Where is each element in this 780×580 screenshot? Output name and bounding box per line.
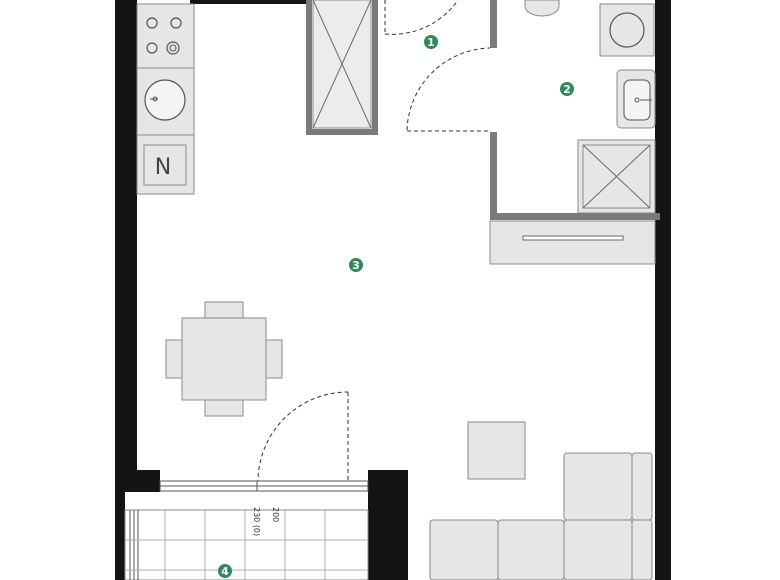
- sofa: [429, 452, 653, 580]
- balcony-window: [159, 480, 369, 492]
- coffee-table: [467, 421, 526, 480]
- left-exterior-wall: [115, 0, 137, 490]
- balcony-dimension-b: 230 (0): [252, 507, 261, 536]
- shaft-cross-line: [312, 0, 372, 129]
- burner: [170, 17, 182, 29]
- shaft-wall-left: [306, 0, 312, 135]
- burner: [146, 42, 158, 54]
- dining-set: [165, 301, 283, 417]
- kitchen-sink: [144, 79, 186, 121]
- balcony-dimension-a: 200: [271, 507, 280, 522]
- burner: [146, 17, 158, 29]
- fridge: N: [143, 144, 187, 186]
- dining-chair: [265, 339, 283, 379]
- room-marker-dot: [349, 258, 363, 272]
- bathroom-door: [406, 47, 491, 132]
- fridge-label: N: [155, 155, 171, 180]
- balcony-left-post: [115, 490, 125, 580]
- wardrobe: [489, 220, 656, 265]
- entrance-door: [384, 0, 459, 35]
- cooktop: [146, 17, 182, 55]
- dining-chair: [165, 339, 183, 379]
- basin-drain: [634, 97, 640, 103]
- bathroom-wall-stub: [490, 0, 497, 48]
- door-swing-arc: [384, 0, 459, 35]
- door-swing-arc: [257, 391, 349, 485]
- door-swing-arc: [406, 47, 491, 131]
- bathroom-sink: [616, 69, 656, 129]
- toilet: [524, 0, 560, 17]
- sofa-seat: [497, 519, 565, 580]
- shaft-wall-right: [372, 0, 378, 135]
- room-marker-4: 4: [218, 564, 232, 578]
- fridge-box: [143, 144, 187, 186]
- wardrobe-body: [489, 220, 656, 265]
- room-number: 2: [563, 83, 571, 96]
- sofa-back: [631, 452, 653, 521]
- balcony: 200 230 (0): [124, 507, 369, 580]
- shower-tray: [577, 139, 656, 214]
- right-exterior-wall: [655, 0, 671, 580]
- room-number: 1: [427, 36, 435, 49]
- burner: [169, 44, 177, 52]
- dining-table: [181, 317, 267, 401]
- sofa-armrest: [563, 452, 633, 521]
- washer-body: [599, 3, 655, 57]
- room-number: 3: [352, 259, 360, 272]
- room-number: 4: [221, 565, 229, 578]
- room-marker-dot: [424, 35, 438, 49]
- sofa-back: [631, 519, 653, 580]
- room-marker-1: 1: [424, 35, 438, 49]
- sofa-seat: [563, 519, 633, 580]
- wardrobe-rail: [522, 235, 624, 241]
- shaft-wall-bottom: [306, 129, 378, 135]
- washing-machine: [599, 3, 655, 57]
- top-wall-segment: [190, 0, 310, 4]
- room-marker-2: 2: [560, 82, 574, 96]
- balcony-right-pillar: [368, 470, 408, 580]
- washer-drum: [609, 12, 645, 48]
- shower-cross-line: [582, 144, 651, 209]
- sink-drain: [152, 96, 158, 102]
- room-marker-dot: [218, 564, 232, 578]
- bathroom-wall-south: [490, 213, 660, 220]
- dining-chair: [204, 301, 244, 319]
- room-marker-3: 3: [349, 258, 363, 272]
- sofa-seat: [429, 519, 499, 580]
- bathroom-wall-west: [490, 132, 497, 220]
- toilet-bowl: [524, 0, 560, 17]
- room-marker-dot: [560, 82, 574, 96]
- dining-chair: [204, 399, 244, 417]
- sink-bowl: [144, 79, 186, 121]
- left-wall-cap: [115, 470, 160, 492]
- balcony-door: [257, 391, 349, 485]
- shower-inner: [582, 144, 651, 209]
- burner: [166, 41, 180, 55]
